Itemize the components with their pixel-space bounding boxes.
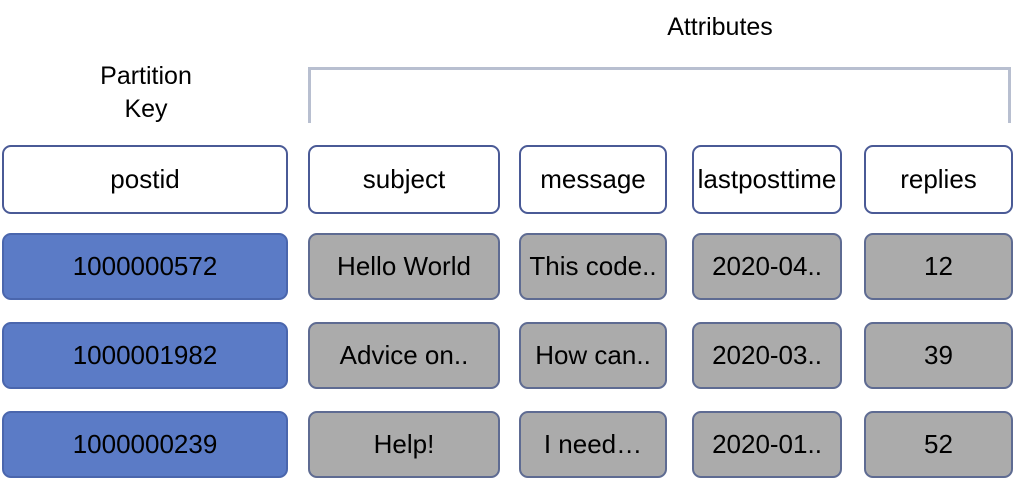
attributes-title: Attributes	[667, 13, 773, 41]
table-row-cell-postid: 1000001982	[2, 322, 288, 389]
column-header-subject: subject	[308, 145, 500, 214]
table-row-cell-subject: Help!	[308, 411, 500, 478]
table-row-cell-message: I need…	[519, 411, 667, 478]
attributes-bracket	[308, 67, 1011, 123]
column-header-message: message	[519, 145, 667, 214]
table-row-cell-lastposttime: 2020-01..	[692, 411, 842, 478]
partition-key-label-line2: Key	[124, 95, 168, 123]
column-header-postid: postid	[2, 145, 288, 214]
column-header-replies: replies	[864, 145, 1013, 214]
table-row-cell-subject: Advice on..	[308, 322, 500, 389]
table-row-cell-message: This code..	[519, 233, 667, 300]
table-row-cell-replies: 39	[864, 322, 1013, 389]
table-row-cell-lastposttime: 2020-04..	[692, 233, 842, 300]
partition-key-label-line1: Partition	[100, 62, 192, 90]
table-row-cell-postid: 1000000239	[2, 411, 288, 478]
table-row-cell-postid: 1000000572	[2, 233, 288, 300]
table-row-cell-message: How can..	[519, 322, 667, 389]
table-row-cell-subject: Hello World	[308, 233, 500, 300]
table-row-cell-replies: 52	[864, 411, 1013, 478]
table-row-cell-replies: 12	[864, 233, 1013, 300]
partition-key-label: Partition Key	[56, 60, 236, 126]
table-row-cell-lastposttime: 2020-03..	[692, 322, 842, 389]
column-header-lastposttime: lastposttime	[692, 145, 842, 214]
